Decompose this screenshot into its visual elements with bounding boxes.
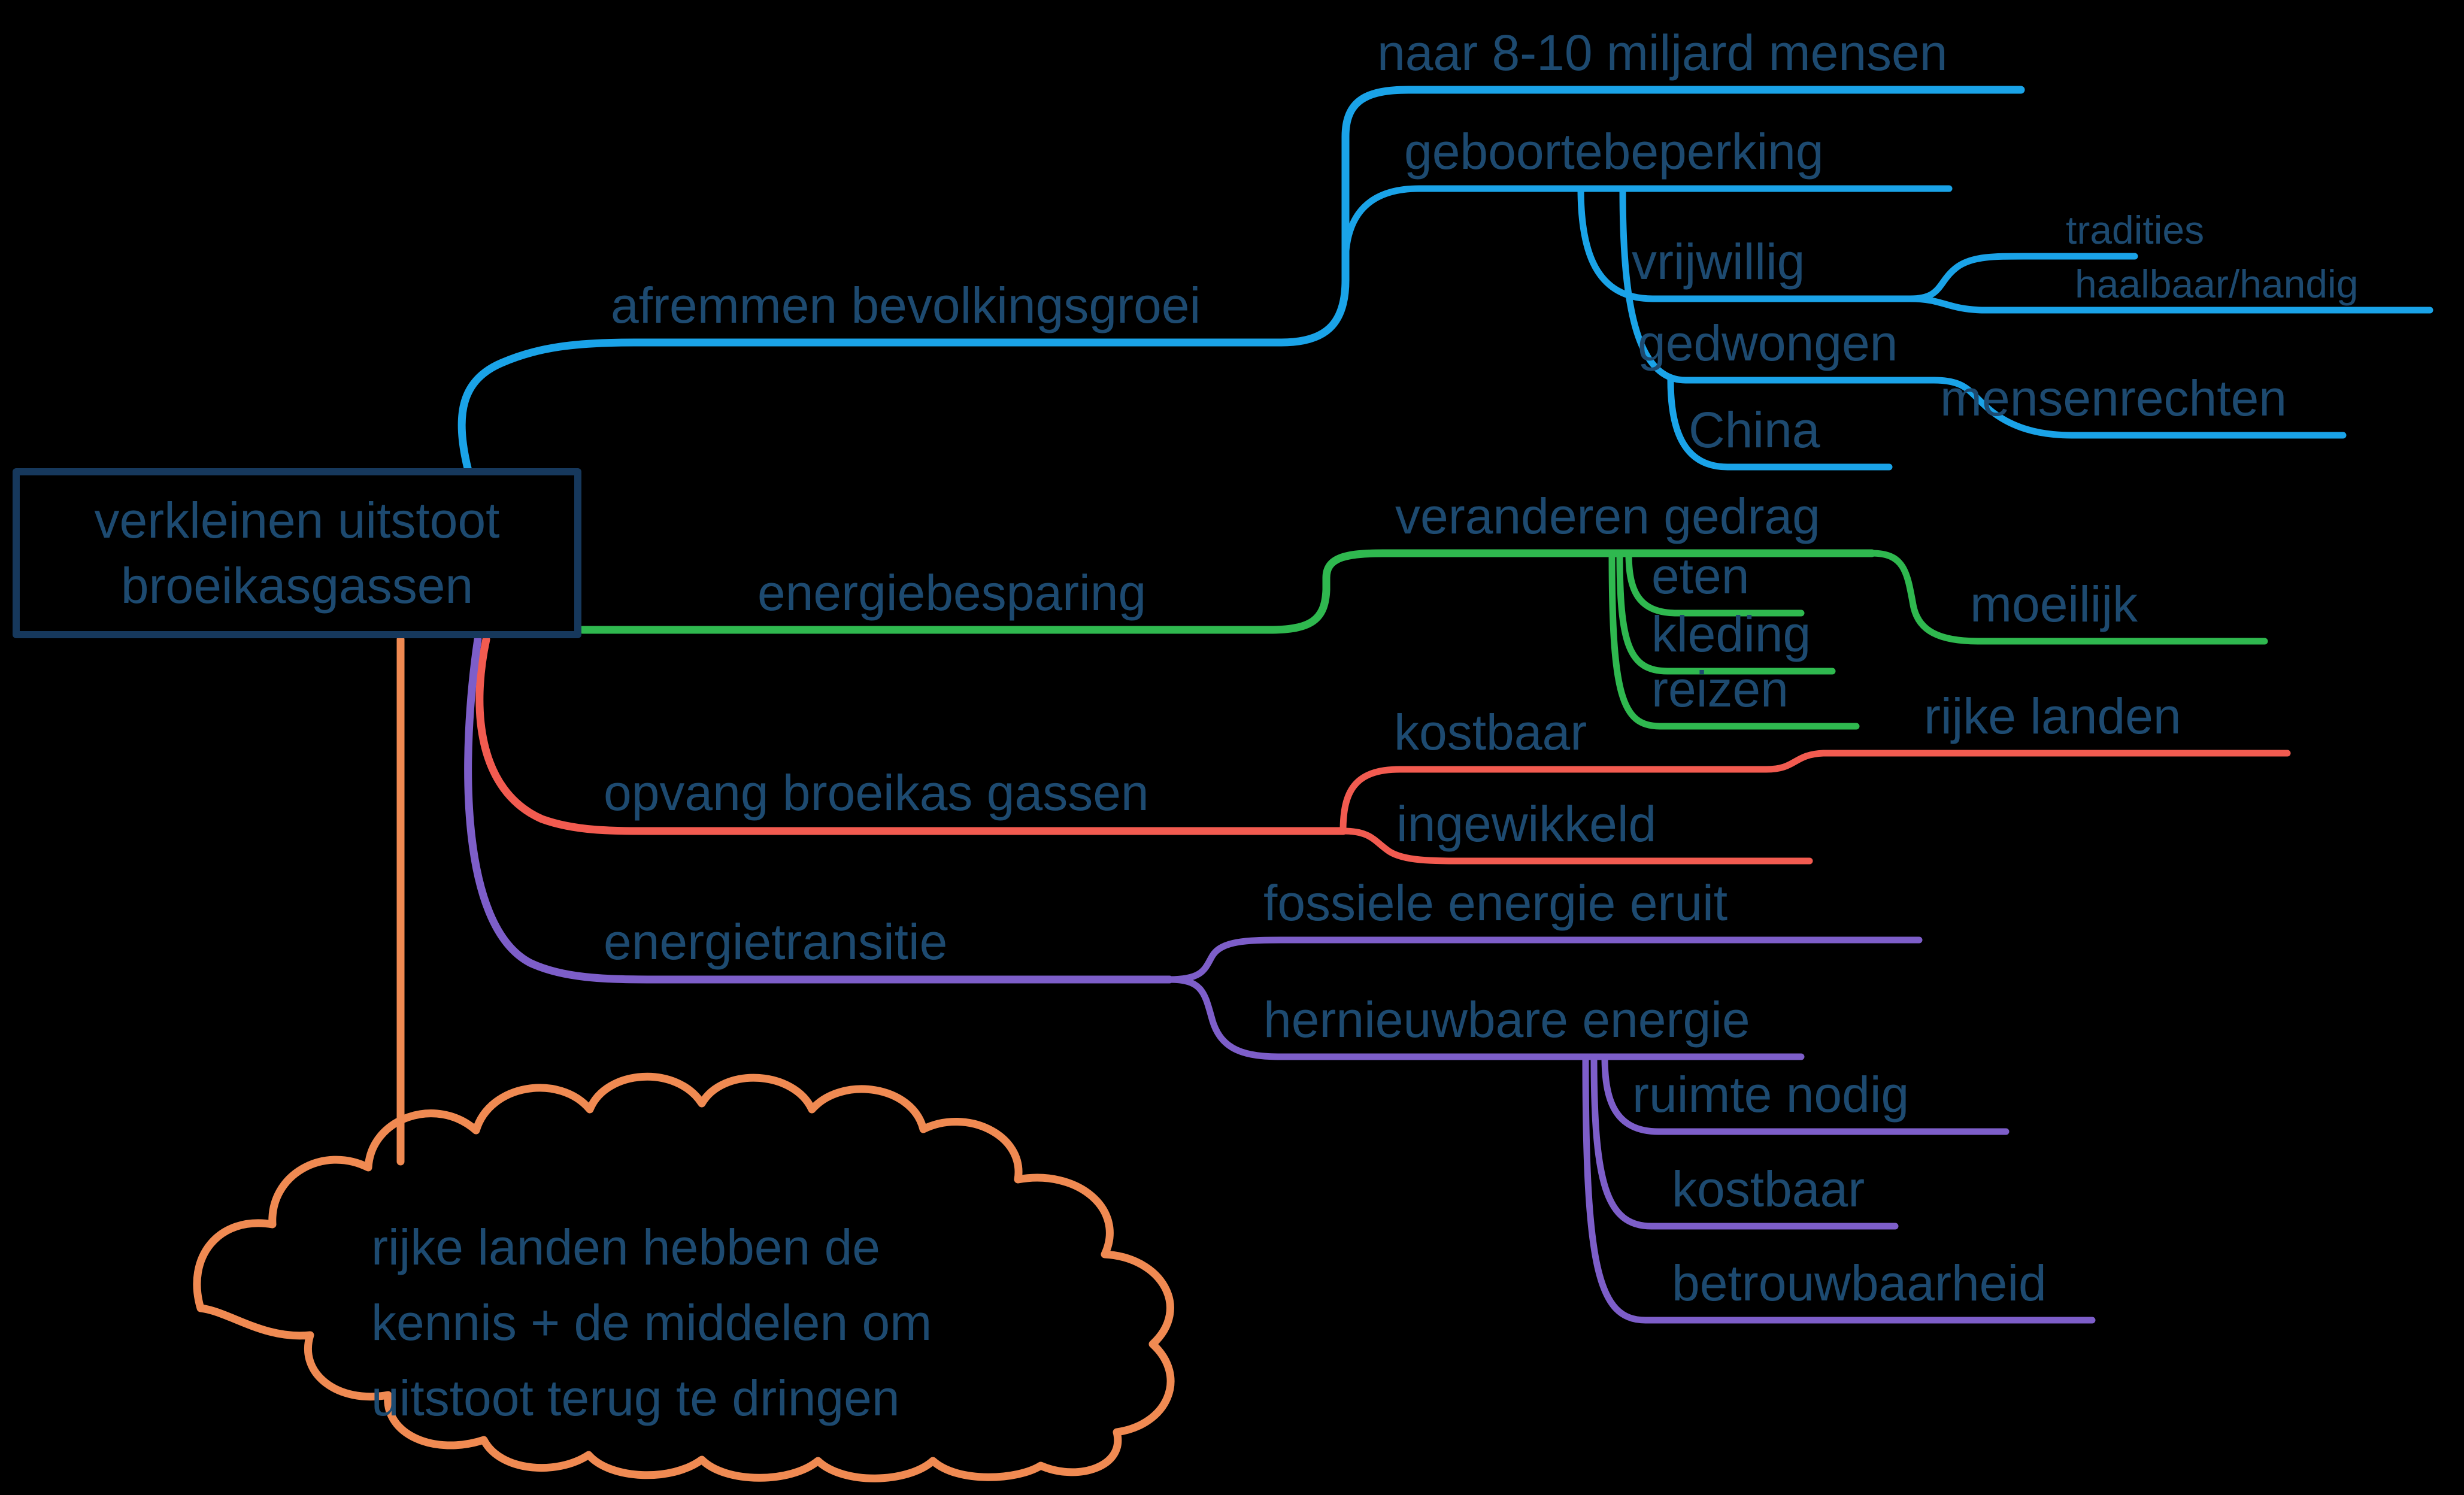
cloud-outline — [193, 1072, 1175, 1482]
branch-kostbaar-rijkelanden-line — [1339, 750, 2291, 835]
node-energiebesparing[interactable]: energiebesparing — [757, 565, 1147, 621]
node-ruimte-nodig[interactable]: ruimte nodig — [1632, 1066, 1910, 1123]
branch-afremmen-line — [457, 86, 2025, 475]
branch-kleding-line — [1616, 550, 1836, 675]
branch-vrijwillig-line — [1577, 185, 1914, 302]
node-veranderen-gedrag[interactable]: veranderen gedrag — [1395, 488, 1820, 544]
node-rijke-landen[interactable]: rijke landen — [1924, 688, 2181, 744]
branch-haalbaar-line — [1907, 295, 2433, 314]
branch-fossiel-line — [1166, 936, 1923, 983]
branch-eten-line — [1625, 550, 1805, 617]
branch-energiebesparing-line — [578, 549, 1876, 634]
branch-energietransitie-line — [464, 635, 1174, 984]
node-betrouwbaarheid[interactable]: betrouwbaarheid — [1672, 1255, 2047, 1311]
root-node-line1: verkleinen uitstoot — [94, 492, 500, 548]
node-hernieuwbare-energie[interactable]: hernieuwbare energie — [1263, 991, 1750, 1048]
branch-hernieuwbaar-line — [1166, 976, 1805, 1060]
node-afremmen-bevolkingsgroei[interactable]: afremmen bevolkingsgroei — [611, 277, 1201, 333]
node-moeilijk[interactable]: moeilijk — [1970, 576, 2138, 632]
branch-mensenrechten-line — [1930, 377, 2347, 439]
cloud-note-line2: kennis + de middelen om — [371, 1294, 932, 1351]
branch-betrouwbaarheid-line — [1582, 1053, 2096, 1324]
root-node[interactable]: verkleinen uitstoot broeikasgassen — [13, 468, 581, 638]
node-fossiele-energie-eruit[interactable]: fossiele energie eruit — [1263, 875, 1728, 931]
branch-ruimte-line — [1601, 1053, 2010, 1135]
node-gedwongen[interactable]: gedwongen — [1638, 315, 1898, 371]
node-opvang-broeikas-gassen[interactable]: opvang broeikas gassen — [604, 765, 1149, 821]
node-naar-8-10-miljard[interactable]: naar 8-10 miljard mensen — [1377, 25, 1948, 81]
branch-kostbaar2-line — [1590, 1053, 1899, 1230]
branch-opvang-line — [475, 635, 1347, 835]
branch-reizen-line — [1608, 550, 1860, 730]
node-china[interactable]: China — [1689, 402, 1820, 458]
node-ingewikkeld[interactable]: ingewikkeld — [1396, 796, 1657, 852]
node-kleding[interactable]: kleding — [1651, 606, 1811, 662]
node-kostbaar-purple[interactable]: kostbaar — [1672, 1161, 1865, 1217]
cloud-note-line3: uitstoot terug te dringen — [371, 1370, 900, 1426]
node-tradities[interactable]: tradities — [2066, 208, 2205, 252]
node-geboortebeperking[interactable]: geboortebeperking — [1404, 123, 1824, 180]
node-mensenrechten[interactable]: mensenrechten — [1940, 370, 2287, 426]
root-node-line2: broeikasgassen — [120, 557, 474, 614]
node-energietransitie[interactable]: energietransitie — [604, 914, 948, 970]
node-cloud-note[interactable]: rijke landen hebben de kennis + de midde… — [371, 1209, 932, 1436]
branch-moeilijk-line — [1868, 550, 2268, 645]
branch-china-line — [1667, 377, 1893, 471]
node-reizen[interactable]: reizen — [1651, 661, 1789, 717]
node-vrijwillig[interactable]: vrijwillig — [1632, 234, 1805, 290]
node-eten[interactable]: eten — [1651, 548, 1750, 604]
branch-ingewikkeld-line — [1339, 827, 1813, 865]
branch-tradities-line — [1907, 253, 2138, 302]
cloud-note-line1: rijke landen hebben de — [371, 1219, 881, 1275]
branch-geboortebeperking-line — [1342, 185, 1953, 267]
node-kostbaar-red[interactable]: kostbaar — [1394, 704, 1587, 760]
node-haalbaar-handig[interactable]: haalbaar/handig — [2075, 262, 2359, 306]
